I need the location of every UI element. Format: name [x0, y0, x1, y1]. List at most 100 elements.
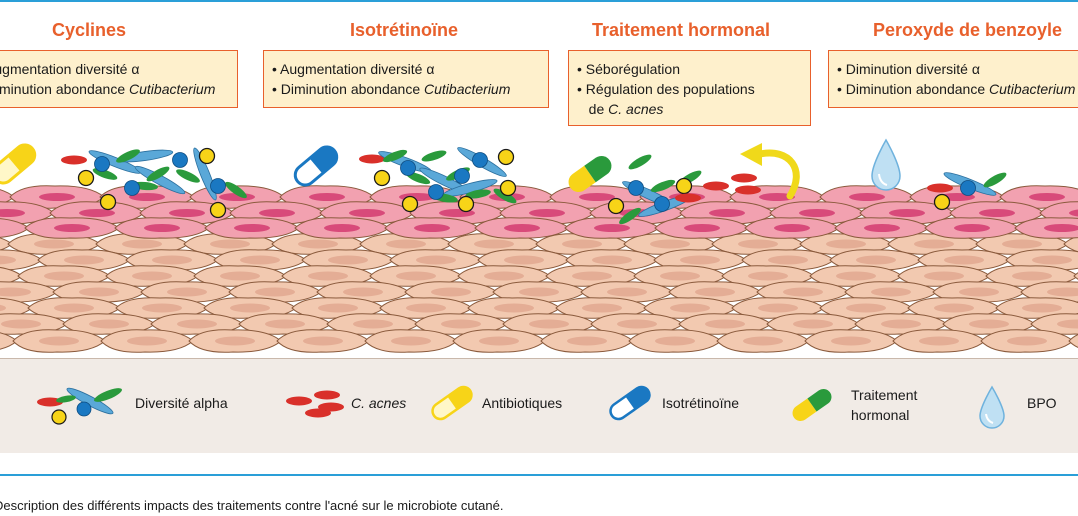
legend-hormonal-label-2: hormonal: [851, 407, 910, 423]
cell-nucleus-upper: [774, 224, 810, 232]
blue-capsule-icon: [293, 145, 339, 187]
title-traitement-hormonal: Traitement hormonal: [592, 20, 771, 40]
frame-bottom-line: [0, 474, 1078, 476]
cell-nucleus: [484, 271, 524, 281]
cell-nucleus: [959, 287, 999, 297]
bacteria-green: [619, 207, 641, 225]
bacteria-green: [382, 149, 408, 163]
legend-antibiotic-capsule-icon: [431, 385, 473, 421]
cell-nucleus: [79, 287, 119, 297]
cell-nucleus: [240, 255, 280, 265]
skin-cell: [1068, 334, 1078, 348]
info-box-peroxyde-benzoyle: • Diminution diversité α • Diminution ab…: [828, 50, 1078, 108]
bacteria-green: [116, 149, 140, 163]
bacteria-green: [628, 154, 652, 170]
info-box-cyclines: • Augmentation diversité α • Diminution …: [0, 50, 238, 108]
cell-nucleus-upper: [144, 224, 180, 232]
cacnes-bacterium: [675, 193, 701, 203]
cell-nucleus: [607, 287, 647, 297]
bacteria-yellow-coccus: [497, 148, 515, 166]
cell-nucleus: [914, 239, 954, 249]
bacteria-yellow-coccus: [77, 169, 95, 187]
skin-cell: [1063, 235, 1078, 253]
legend-bpo-drop-icon: [979, 385, 1005, 429]
cell-nucleus: [934, 303, 974, 313]
cell-nucleus: [210, 239, 250, 249]
cell-nucleus-upper: [309, 193, 345, 201]
cell-nucleus: [0, 287, 31, 297]
cell-nucleus: [0, 255, 16, 265]
hormonal-capsule-icon: [568, 156, 612, 192]
legend-isotretinoin-capsule-icon: [609, 385, 651, 421]
cell-nucleus: [695, 287, 735, 297]
legend-cacnes-icon: [286, 390, 344, 418]
cell-nucleus-upper: [129, 193, 165, 201]
cell-nucleus-upper: [799, 209, 835, 217]
bacteria-green: [405, 171, 431, 185]
cell-nucleus: [431, 287, 471, 297]
skin-cell-layers: [0, 185, 1078, 353]
cell-nucleus: [881, 319, 921, 329]
cell-nucleus: [215, 336, 255, 346]
cell-nucleus: [303, 336, 343, 346]
cell-nucleus-upper: [324, 224, 360, 232]
bacteria-green: [650, 179, 676, 193]
cell-nucleus: [572, 271, 612, 281]
cell-nucleus: [1002, 239, 1042, 249]
bacteria-yellow-coccus: [933, 193, 951, 211]
cell-nucleus-upper: [39, 193, 75, 201]
bacteria-blue-coccus: [628, 180, 644, 196]
cell-nucleus-upper: [759, 193, 795, 201]
cell-nucleus: [265, 319, 305, 329]
cell-nucleus-upper: [0, 209, 25, 217]
cell-nucleus: [474, 239, 514, 249]
bacteria-yellow-coccus: [373, 169, 391, 187]
legend-icons: [37, 385, 1005, 429]
cell-nucleus: [655, 336, 695, 346]
bacteria-green: [421, 150, 447, 162]
cell-nucleus: [396, 271, 436, 281]
bpo-drop-icon: [871, 138, 901, 191]
cell-nucleus: [562, 239, 602, 249]
cell-nucleus: [592, 255, 632, 265]
cell-nucleus: [89, 319, 129, 329]
cell-nucleus-upper: [979, 209, 1015, 217]
cell-nucleus-upper: [1029, 193, 1065, 201]
cell-nucleus-upper: [414, 224, 450, 232]
cell-nucleus: [177, 319, 217, 329]
legend-diversity-label: Diversité alpha: [135, 395, 228, 411]
cell-nucleus-upper: [79, 209, 115, 217]
cell-nucleus: [127, 336, 167, 346]
bacteria-yellow-coccus: [209, 201, 227, 219]
cell-nucleus: [1032, 255, 1072, 265]
cell-nucleus: [793, 319, 833, 329]
cell-nucleus: [416, 255, 456, 265]
legend-bpo-label: BPO: [1027, 395, 1057, 411]
cell-nucleus: [748, 271, 788, 281]
cell-nucleus: [122, 239, 162, 249]
bacteria-yellow-coccus: [607, 197, 625, 215]
figure-caption: Description des différents impacts des t…: [0, 498, 504, 513]
cell-nucleus-upper: [529, 209, 565, 217]
cacnes-bacterium: [731, 173, 757, 183]
arrow-icon: [756, 149, 800, 200]
cell-nucleus: [617, 319, 657, 329]
bacteria-yellow-coccus: [457, 195, 475, 213]
cell-nucleus-upper: [594, 224, 630, 232]
title-peroxyde-benzoyle: Peroxyde de benzoyle: [873, 20, 1063, 40]
cell-nucleus: [738, 239, 778, 249]
title-cyclines: Cyclines: [52, 20, 127, 40]
cell-nucleus: [494, 303, 534, 313]
cell-nucleus: [441, 319, 481, 329]
legend-cacnes-label: C. acnes: [351, 395, 407, 411]
cell-nucleus: [308, 271, 348, 281]
title-isotretinoine: Isotrétinoïne: [350, 20, 459, 40]
cell-nucleus: [660, 271, 700, 281]
cell-nucleus: [758, 303, 798, 313]
cell-nucleus: [1, 319, 41, 329]
arrow-head-icon: [740, 143, 762, 166]
cell-nucleus: [1057, 319, 1078, 329]
cell-nucleus-upper: [259, 209, 295, 217]
cell-nucleus: [1022, 303, 1062, 313]
bacteria-blue-coccus: [428, 184, 444, 200]
